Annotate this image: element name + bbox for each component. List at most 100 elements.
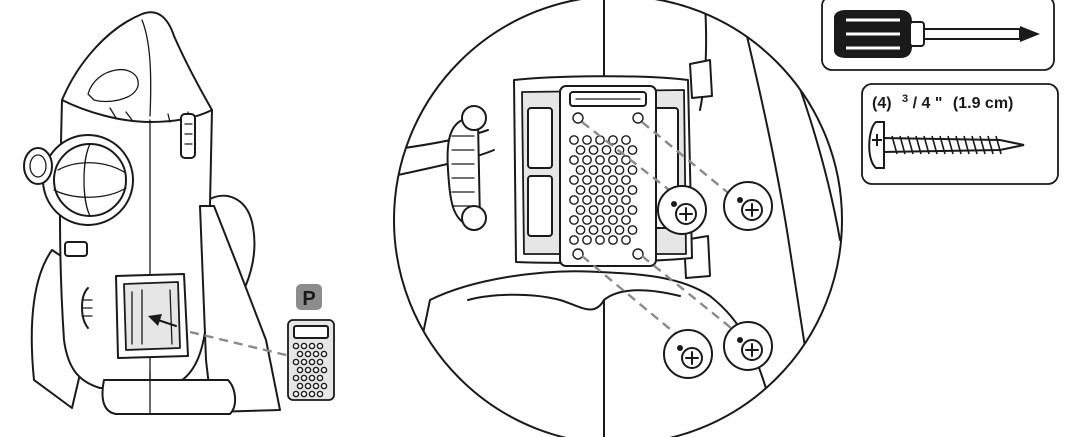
panel-hole bbox=[588, 145, 599, 155]
zoom-detail bbox=[393, 0, 843, 437]
panel-hole bbox=[575, 165, 586, 175]
panel-hole bbox=[588, 225, 599, 235]
screw-thread-line bbox=[939, 135, 946, 155]
panel-hole bbox=[608, 135, 618, 145]
panel-hole bbox=[588, 185, 599, 195]
rocket-porthole bbox=[23, 134, 134, 226]
panel-hole bbox=[595, 195, 605, 205]
screw-spec-callout: (4) 3 / 4 " (1.9 cm) bbox=[861, 83, 1059, 185]
panel-hole bbox=[312, 366, 320, 374]
panel-hole bbox=[569, 235, 579, 245]
screw-thread-line bbox=[891, 135, 898, 155]
panel-hole bbox=[575, 225, 586, 235]
panel-hole bbox=[575, 205, 586, 215]
screw-spec-label: (4) 3 / 4 " (1.9 cm) bbox=[872, 89, 1013, 112]
screw-thread-line bbox=[971, 135, 978, 155]
panel-hole bbox=[292, 390, 300, 398]
panel-hole bbox=[308, 342, 316, 350]
panel-hole bbox=[296, 350, 304, 358]
panel-hole bbox=[601, 165, 612, 175]
panel-hole bbox=[312, 382, 320, 390]
panel-hole bbox=[608, 195, 618, 205]
rocket-front-fin bbox=[101, 379, 236, 415]
screw-icon bbox=[868, 121, 1025, 169]
panel-hole bbox=[569, 195, 579, 205]
panel-hole bbox=[308, 374, 316, 382]
panel-hole bbox=[601, 145, 612, 155]
panel-hole bbox=[621, 235, 631, 245]
screw-thread-line bbox=[907, 135, 914, 155]
panel-hole bbox=[582, 235, 592, 245]
screw-thread-line bbox=[947, 135, 954, 155]
panel-hole bbox=[588, 165, 599, 175]
panel-hole bbox=[316, 342, 324, 350]
panel-hole bbox=[582, 175, 592, 185]
panel-hole bbox=[595, 155, 605, 165]
guide-line-screw-1 bbox=[581, 121, 683, 201]
guide-line-screw-4 bbox=[641, 255, 747, 341]
panel-hole bbox=[621, 135, 631, 145]
panel-hole bbox=[614, 185, 625, 195]
part-p-badge: P bbox=[296, 284, 322, 310]
screw-bottom-right bbox=[723, 321, 773, 371]
guide-line-part-to-rocket bbox=[189, 330, 291, 358]
panel-hole bbox=[308, 358, 316, 366]
guide-line-screw-3 bbox=[581, 255, 689, 345]
panel-hole bbox=[627, 145, 638, 155]
panel-hole bbox=[569, 155, 579, 165]
screw-thread-line bbox=[923, 135, 930, 155]
screw-thread-line bbox=[979, 135, 986, 155]
panel-hole bbox=[595, 235, 605, 245]
screw-thread-line bbox=[987, 135, 994, 155]
panel-hole bbox=[601, 185, 612, 195]
panel-hole bbox=[292, 342, 300, 350]
panel-hole bbox=[304, 382, 312, 390]
panel-hole bbox=[308, 390, 316, 398]
rocket-side-handle bbox=[81, 287, 89, 329]
panel-hole bbox=[569, 175, 579, 185]
screw-thread-line bbox=[995, 135, 1002, 155]
screw-inch-mark: " bbox=[935, 95, 943, 112]
panel-hole bbox=[292, 374, 300, 382]
panel-hole bbox=[582, 155, 592, 165]
panel-hole bbox=[601, 205, 612, 215]
panel-hole bbox=[588, 205, 599, 215]
phillips-screwdriver-icon bbox=[834, 10, 1040, 58]
panel-hole bbox=[608, 175, 618, 185]
panel-hole bbox=[300, 390, 308, 398]
screwdriver-callout bbox=[821, 0, 1055, 71]
panel-hole bbox=[601, 225, 612, 235]
panel-hole bbox=[575, 185, 586, 195]
screw-fraction-numerator: 3 bbox=[902, 93, 908, 105]
panel-hole bbox=[316, 390, 324, 398]
panel-hole bbox=[595, 215, 605, 225]
panel-hole bbox=[627, 185, 638, 195]
panel-hole bbox=[608, 235, 618, 245]
panel-hole bbox=[316, 358, 324, 366]
guide-line-screw-2 bbox=[641, 121, 745, 207]
screw-quantity: (4) bbox=[872, 95, 892, 112]
panel-hole bbox=[595, 175, 605, 185]
panel-hole bbox=[569, 135, 579, 145]
panel-hole bbox=[621, 215, 631, 225]
zoom-side-handle bbox=[446, 105, 487, 231]
panel-hole bbox=[300, 374, 308, 382]
screw-top-right bbox=[723, 181, 773, 231]
rocket-brand-plate bbox=[64, 241, 88, 257]
panel-hole bbox=[300, 342, 308, 350]
screw-thread-line bbox=[931, 135, 938, 155]
screw-top-left bbox=[657, 185, 707, 235]
screw-thread-line bbox=[899, 135, 906, 155]
panel-hole bbox=[320, 366, 328, 374]
panel-hole bbox=[296, 366, 304, 374]
part-p-panel bbox=[287, 319, 335, 401]
part-p-letter: P bbox=[302, 288, 315, 310]
screw-thread-line bbox=[915, 135, 922, 155]
panel-hole bbox=[320, 382, 328, 390]
panel-hole bbox=[614, 205, 625, 215]
screw-bottom-left bbox=[663, 329, 713, 379]
rocket-overview bbox=[23, 11, 281, 415]
zoom-part-p bbox=[559, 85, 657, 267]
panel-hole bbox=[621, 175, 631, 185]
